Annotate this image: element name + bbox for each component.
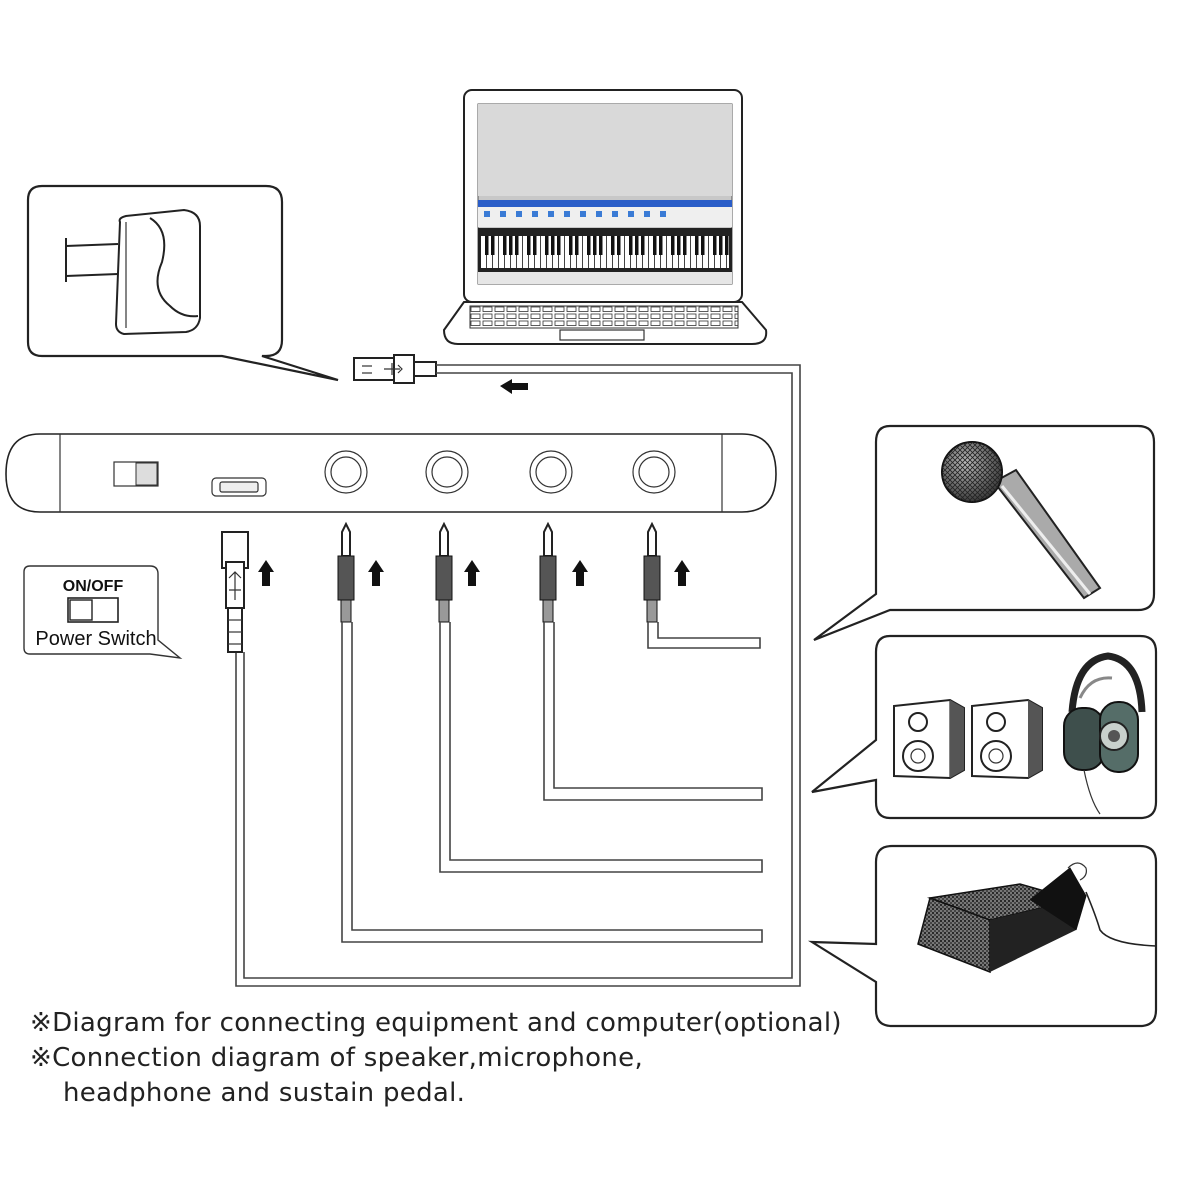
laptop-icon: [442, 89, 768, 345]
jack-input-2[interactable]: [425, 450, 469, 494]
speaker-icon-2: [971, 698, 1043, 780]
arrow-up-2: [464, 560, 480, 586]
laptop-keyboard: [469, 305, 739, 329]
pedal-callout: [807, 844, 1158, 1028]
power-switch[interactable]: [113, 461, 159, 487]
headphones-icon: [1063, 652, 1146, 815]
jack-input-1[interactable]: [324, 450, 368, 494]
toolbar-icons: [484, 211, 666, 217]
jack-cable-2: [435, 521, 763, 873]
usb-icon: [384, 363, 403, 375]
note-line-1: ※Diagram for connecting equipment and co…: [30, 1008, 842, 1038]
instrument-side-panel: [5, 433, 777, 513]
diagram-notes: ※Diagram for connecting equipment and co…: [30, 1006, 890, 1111]
jack-input-3[interactable]: [529, 450, 573, 494]
arrow-up-4: [674, 560, 690, 586]
power-adapter-icon: [65, 208, 201, 336]
usb-plug-laptop: [353, 354, 437, 384]
speaker-icon: [893, 698, 965, 780]
note-line-3: headphone and sustain pedal.: [63, 1078, 466, 1108]
microphone-icon: [941, 441, 1102, 600]
usb-port[interactable]: [211, 477, 267, 497]
audio-out-callout: [811, 634, 1158, 820]
power-switch-callout: ON/OFF Power Switch: [23, 565, 183, 660]
jack-cable-3: [539, 521, 763, 801]
usb-cable: [221, 364, 801, 987]
switch-icon: [67, 597, 119, 623]
switch-caption: Power Switch: [35, 628, 156, 650]
arrow-up-usb: [258, 560, 274, 586]
switch-title: ON/OFF: [63, 578, 124, 595]
arrow-up-1: [368, 560, 384, 586]
jack-cable-1: [337, 521, 763, 943]
note-line-2: ※Connection diagram of speaker,microphon…: [30, 1043, 644, 1073]
jack-cable-4: [643, 521, 761, 649]
power-adapter-callout: [26, 184, 339, 382]
sustain-pedal-icon: [917, 862, 1157, 974]
microphone-callout: [813, 424, 1156, 642]
jack-input-4[interactable]: [632, 450, 676, 494]
screen-title-bar: [478, 200, 732, 207]
arrow-up-3: [572, 560, 588, 586]
arrow-left: [500, 379, 528, 394]
